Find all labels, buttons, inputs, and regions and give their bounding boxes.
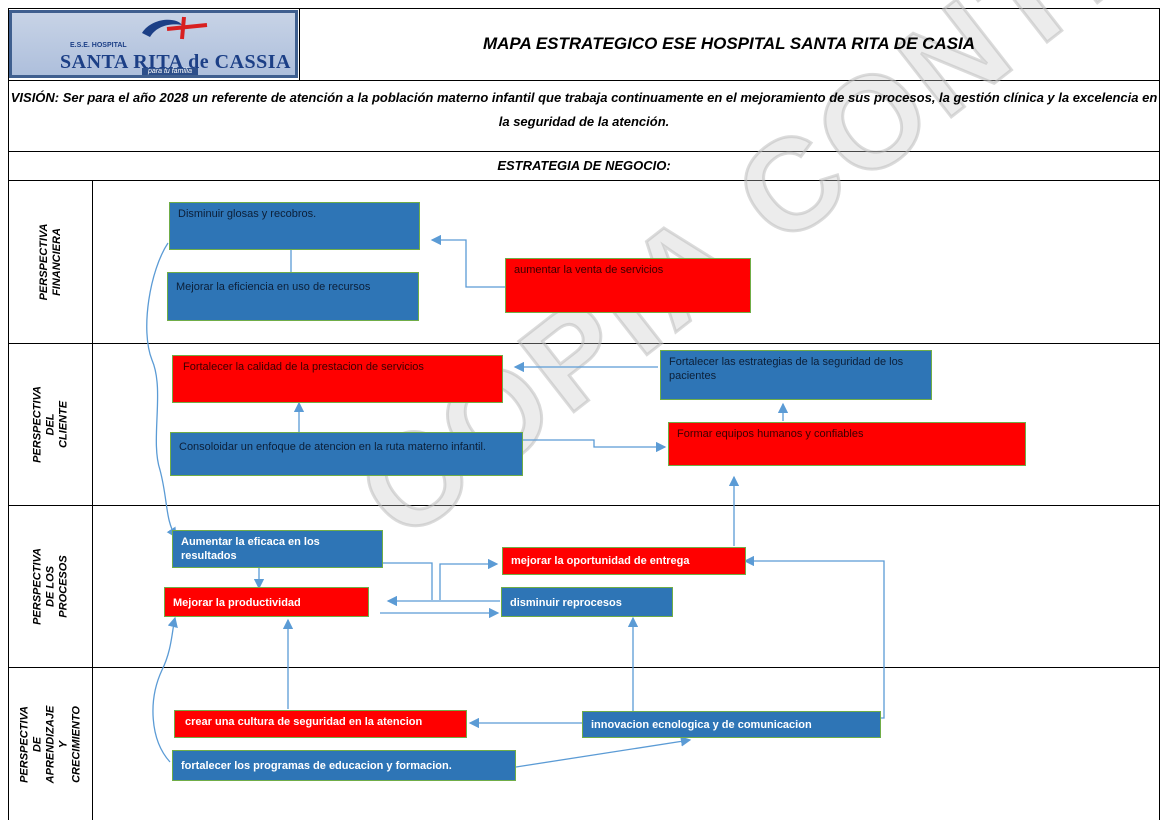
divider-header [8,80,1160,81]
objective-eficiencia-recursos: Mejorar la eficiencia en uso de recursos [167,272,419,321]
arrow-reprocesos-to-oportunidad [439,558,499,600]
border-left [8,8,9,820]
objective-calidad-prestacion: Fortalecer la calidad de la prestacion d… [172,355,503,403]
objective-aumentar-venta: aumentar la venta de servicios [505,258,751,313]
border-top [8,8,1160,9]
objective-cultura-seguridad: crear una cultura de seguridad en la ate… [174,710,467,738]
divider-strategy [8,180,1160,181]
divider-perspective-column [92,180,93,820]
page-title: MAPA ESTRATEGICO ESE HOSPITAL SANTA RITA… [482,34,976,53]
divider-logo [299,8,300,80]
divider-procesos [8,667,1160,668]
divider-cliente [8,505,1160,506]
arrow-venta-to-glosas [430,234,505,288]
objective-disminuir-glosas: Disminuir glosas y recobros. [169,202,420,250]
objective-oportunidad-entrega: mejorar la oportunidad de entrega [502,547,746,575]
objective-enfoque-ruta: Consoloidar un enfoque de atencion en la… [170,432,523,476]
objective-disminuir-reprocesos: disminuir reprocesos [501,587,673,617]
objective-seguridad-pacientes: Fortalecer las estrategias de la segurid… [660,350,932,400]
logo-small-text: E.S.E. HOSPITAL [70,42,127,49]
cross-logo-icon [142,16,208,40]
hospital-logo: E.S.E. HOSPITAL SANTA RITA de CASSIA par… [9,10,298,78]
objective-eficacia-resultados: Aumentar la eficaca en los resultados [172,530,383,568]
objective-productividad: Mejorar la productividad [164,587,369,617]
divider-financiera [8,343,1160,344]
arrow-programas-to-productividad [152,616,178,763]
arrow-innovacion-to-oportunidad [743,555,885,719]
objective-programas-educacion: fortalecer los programas de educacion y … [172,750,516,781]
arrow-glosas-to-eficacia [146,242,177,539]
divider-vision [8,151,1160,152]
arrow-reprocesos-to-eficacia [369,557,433,600]
arrow-programas-to-innovacion [515,736,692,768]
objective-innovacion-tecnologica: innovacion ecnologica y de comunicacion [582,711,881,738]
vision-statement: VISIÓN: Ser para el año 2028 un referent… [10,90,1158,129]
logo-tagline: para tu familia [142,68,198,75]
objective-equipos-humanos: Formar equipos humanos y confiables [668,422,1026,466]
border-right [1159,8,1160,820]
arrow-ruta-to-equipos [523,439,667,453]
strategy-label: ESTRATEGIA DE NEGOCIO: [497,158,671,173]
logo-text: SANTA RITA de CASSIA [60,51,291,73]
